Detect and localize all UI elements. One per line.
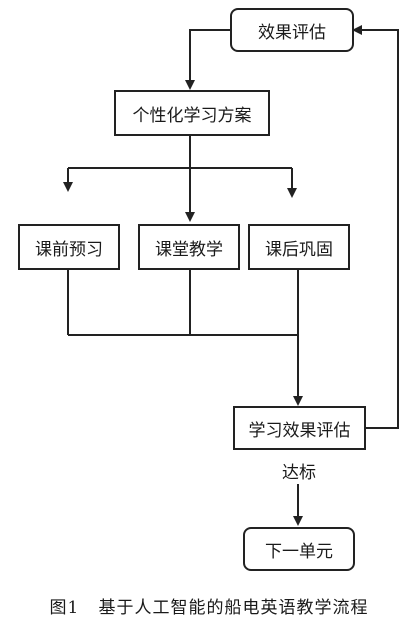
figure-caption-number: 图1 — [49, 598, 80, 618]
node-learning-evaluation-label: 学习效果评估 — [248, 420, 351, 441]
node-review-label: 课后巩固 — [265, 239, 333, 260]
figure-caption-text: 基于人工智能的船电英语教学流程 — [98, 598, 369, 618]
figure-caption: 图1 基于人工智能的船电英语教学流程 — [0, 593, 418, 618]
edge-evaluation-to-plan — [185, 29, 230, 90]
node-evaluation: 效果评估 — [230, 8, 354, 52]
node-personalized-plan-label: 个性化学习方案 — [132, 105, 252, 126]
node-learning-evaluation: 学习效果评估 — [233, 406, 366, 450]
node-classroom: 课堂教学 — [138, 224, 240, 270]
node-preview: 课前预习 — [18, 224, 120, 270]
node-personalized-plan: 个性化学习方案 — [114, 90, 270, 136]
node-preview-label: 课前预习 — [35, 239, 103, 260]
node-next-unit-label: 下一单元 — [265, 541, 333, 562]
edge-feedback-loop — [352, 25, 399, 429]
edge-label-pass: 达标 — [282, 463, 316, 483]
node-evaluation-label: 效果评估 — [258, 22, 326, 43]
node-classroom-label: 课堂教学 — [155, 239, 223, 260]
node-next-unit: 下一单元 — [243, 527, 355, 571]
node-review: 课后巩固 — [248, 224, 350, 270]
